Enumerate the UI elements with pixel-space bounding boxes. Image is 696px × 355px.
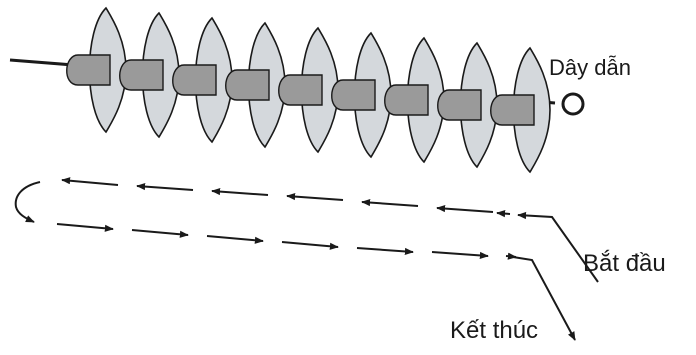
insulator-disc-string bbox=[66, 6, 551, 174]
insulator-disc bbox=[66, 6, 127, 134]
path-arrow bbox=[496, 210, 511, 218]
path-arrow bbox=[436, 204, 494, 213]
path-arrow bbox=[361, 198, 419, 207]
start-label: Bắt đầu bbox=[583, 250, 666, 277]
path-arrow bbox=[131, 229, 189, 238]
end-path-arrow bbox=[512, 256, 576, 341]
path-arrow bbox=[136, 182, 194, 191]
disc-cap bbox=[119, 59, 164, 91]
disc-cap bbox=[490, 94, 535, 126]
u-turn-arrow bbox=[14, 181, 41, 223]
disc-cap bbox=[172, 64, 217, 96]
path-arrow bbox=[286, 192, 344, 201]
insulator-disc bbox=[172, 16, 233, 144]
disc-cap bbox=[278, 74, 323, 106]
insulator-disc bbox=[331, 31, 392, 159]
arrow-row-left bbox=[61, 177, 511, 218]
disc-cap bbox=[331, 79, 376, 111]
path-arrow bbox=[61, 177, 119, 186]
insulator-disc bbox=[278, 26, 339, 154]
insulator-disc bbox=[225, 21, 286, 149]
arrow-row-right bbox=[56, 223, 517, 260]
disc-cap bbox=[66, 54, 111, 86]
end-label: Kết thúc bbox=[450, 317, 539, 344]
path-arrow bbox=[356, 247, 414, 256]
path-arrow bbox=[211, 187, 269, 196]
path-arrow bbox=[56, 223, 114, 232]
insulator-disc bbox=[437, 41, 498, 169]
path-arrow bbox=[206, 235, 264, 244]
path-arrow bbox=[431, 251, 489, 260]
start-path-arrow bbox=[517, 211, 599, 283]
conductor-label: Dây dẫn bbox=[549, 55, 631, 80]
insulator-disc bbox=[490, 46, 551, 174]
disc-cap bbox=[384, 84, 429, 116]
conductor-terminal-circle bbox=[561, 92, 585, 116]
disc-cap bbox=[437, 89, 482, 121]
disc-cap bbox=[225, 69, 270, 101]
insulator-disc bbox=[119, 11, 180, 139]
insulator-disc bbox=[384, 36, 445, 164]
path-arrow bbox=[281, 241, 339, 250]
